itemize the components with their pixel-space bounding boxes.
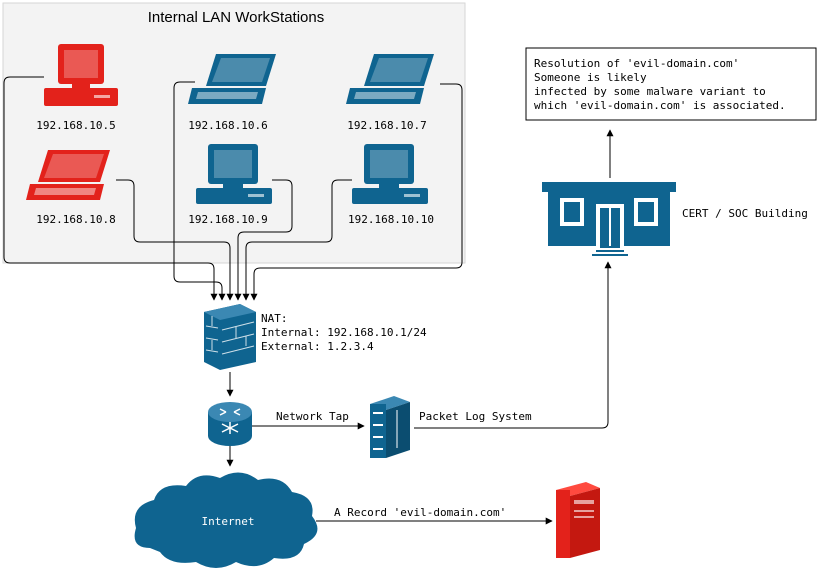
connector-line [242,179,352,301]
packet-log-label: Packet Log System [419,410,532,423]
desktop-icon[interactable] [352,144,428,204]
connector-line [414,261,612,429]
alert-note-box [525,47,817,121]
note-line: Someone is likely [534,71,647,84]
building-label: CERT / SOC Building [682,207,808,220]
malicious-server-icon[interactable] [556,482,600,558]
internet-label: Internet [202,515,255,528]
workstation-ip: 192.168.10.6 [188,119,267,132]
note-line: which 'evil-domain.com' is associated. [534,99,786,112]
connector-line [173,81,226,301]
desktop-icon[interactable] [44,44,118,106]
server-rack-icon[interactable] [370,396,410,458]
nat-internal: Internal: 192.168.10.1/24 [261,326,427,339]
nat-label: NAT: [261,312,288,325]
router-icon[interactable] [208,402,252,446]
cloud-icon[interactable] [134,472,318,568]
building-icon[interactable] [542,182,676,256]
connector-line [116,179,234,301]
firewall-icon[interactable] [204,304,256,370]
workstation-ip: 192.168.10.10 [348,213,434,226]
network-tap-label: Network Tap [276,410,349,423]
workstation-ip: 192.168.10.5 [36,119,115,132]
connector-line [3,76,218,301]
desktop-icon[interactable] [196,144,272,204]
note-line: infected by some malware variant to [534,85,766,98]
note-line: Resolution of 'evil-domain.com' [534,57,739,70]
laptop-icon[interactable] [188,54,276,104]
laptop-icon[interactable] [26,150,110,200]
connector-line [234,179,293,301]
workstation-ip: 192.168.10.7 [347,119,426,132]
lan-title: Internal LAN WorkStations [148,9,324,26]
dns-record-label: A Record 'evil-domain.com' [334,506,506,519]
workstation-ip: 192.168.10.9 [188,213,267,226]
nat-external: External: 1.2.3.4 [261,340,374,353]
workstation-ip: 192.168.10.8 [36,213,115,226]
laptop-icon[interactable] [346,54,434,104]
connector-line [250,83,463,301]
